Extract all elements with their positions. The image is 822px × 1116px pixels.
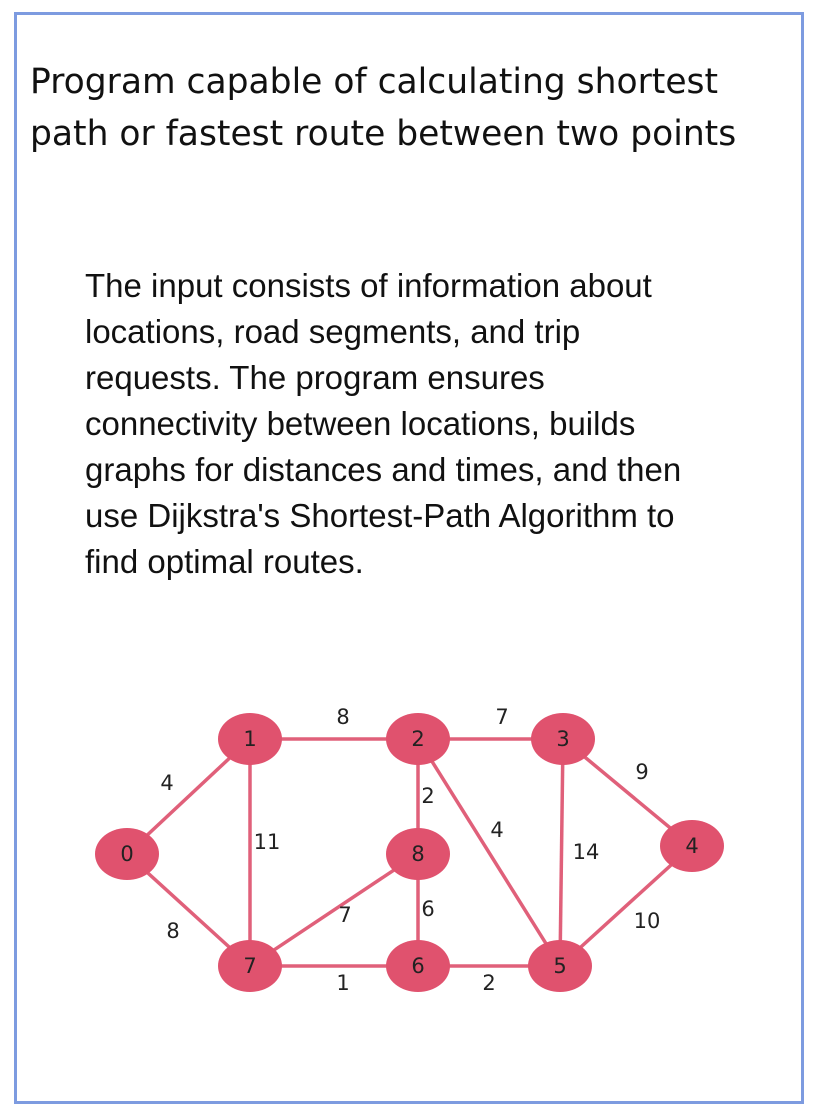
- node-8: [386, 828, 450, 880]
- edge-weight-2-5: 4: [490, 818, 503, 842]
- node-4: [660, 820, 724, 872]
- edge-weight-1-2: 8: [336, 705, 349, 729]
- node-label-2: 2: [411, 727, 424, 751]
- weight-layer: 4 8 8 11 7 2 4 9 14 10 2 1 6 7: [160, 705, 660, 995]
- edge-weight-2-8: 2: [421, 784, 434, 808]
- edge-weight-2-3: 7: [495, 705, 508, 729]
- edge-2-5: [416, 738, 562, 967]
- node-label-5: 5: [553, 954, 566, 978]
- slide-title: Program capable of calculating shortest …: [30, 62, 737, 154]
- node-label-0: 0: [120, 842, 133, 866]
- node-0: [95, 828, 159, 880]
- edge-weight-3-5: 14: [573, 840, 600, 864]
- edge-weight-6-7: 1: [336, 971, 349, 995]
- description-text: The input consists of information about …: [85, 267, 682, 580]
- edge-weight-5-6: 2: [482, 971, 495, 995]
- node-1: [218, 713, 282, 765]
- node-layer: 0 1 2 3 4 5 6 7 8: [95, 713, 724, 992]
- edge-weight-0-7: 8: [166, 919, 179, 943]
- edge-weight-7-8: 7: [338, 903, 351, 927]
- edge-weight-0-1: 4: [160, 771, 173, 795]
- node-label-3: 3: [556, 727, 569, 751]
- edge-weight-3-4: 9: [635, 760, 648, 784]
- edge-7-8: [249, 852, 419, 968]
- edge-4-5: [558, 844, 694, 968]
- edge-3-5: [558, 738, 565, 967]
- node-6: [386, 940, 450, 992]
- node-5: [528, 940, 592, 992]
- slide-card: [14, 12, 804, 1104]
- node-label-4: 4: [685, 834, 698, 858]
- node-7: [218, 940, 282, 992]
- node-label-6: 6: [411, 954, 424, 978]
- node-label-7: 7: [243, 954, 256, 978]
- node-label-8: 8: [411, 842, 424, 866]
- node-2: [386, 713, 450, 765]
- node-label-1: 1: [243, 727, 256, 751]
- node-3: [531, 713, 595, 765]
- edge-weight-4-5: 10: [634, 909, 661, 933]
- edge-weight-1-7: 11: [254, 830, 281, 854]
- edge-weight-6-8: 6: [421, 897, 434, 921]
